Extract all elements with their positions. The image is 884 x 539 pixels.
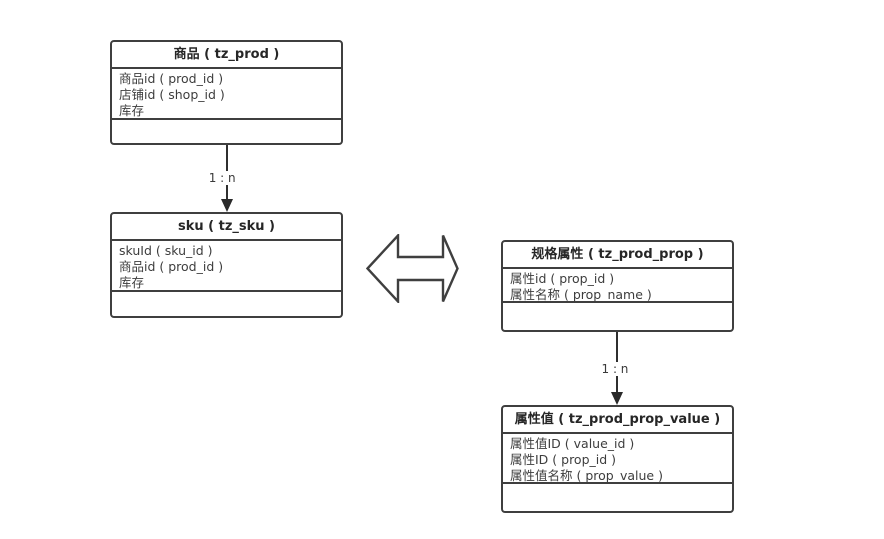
table-field: 属性值名称 ( prop_value ) xyxy=(510,468,663,483)
entity-table-title: 规格属性 ( tz_prod_prop ) xyxy=(503,242,732,269)
table-field: 商品id ( prod_id ) xyxy=(119,71,224,86)
connector-prop-to-prop-value: 1 : n xyxy=(599,332,631,405)
cardinality-label: 1 : n xyxy=(599,362,631,376)
entity-table-title: sku ( tz_sku ) xyxy=(112,214,341,241)
cardinality-label: 1 : n xyxy=(206,171,238,185)
entity-table-fields: 属性值ID ( value_id )属性ID ( prop_id )属性值名称 … xyxy=(503,434,732,484)
entity-table-fields: 商品id ( prod_id )店铺id ( shop_id )库存 xyxy=(112,69,341,120)
table-field: skuId ( sku_id ) xyxy=(119,243,213,258)
entity-table-title: 商品 ( tz_prod ) xyxy=(112,42,341,69)
entity-table-footer xyxy=(112,120,341,143)
table-field: 库存 xyxy=(119,103,145,118)
entity-table-fields: 属性id ( prop_id )属性名称 ( prop_name ) xyxy=(503,269,732,303)
arrow-down-icon xyxy=(610,392,623,405)
entity-table-footer xyxy=(503,303,732,330)
table-field: 店铺id ( shop_id ) xyxy=(119,87,225,102)
connector-prod-to-sku: 1 : n xyxy=(206,145,238,212)
entity-table-sku: sku ( tz_sku ) skuId ( sku_id )商品id ( pr… xyxy=(110,212,343,318)
table-field: 属性id ( prop_id ) xyxy=(510,271,615,286)
arrow-down-icon xyxy=(220,199,233,212)
table-field: 商品id ( prod_id ) xyxy=(119,259,224,274)
entity-table-footer xyxy=(503,484,732,511)
entity-table-prod: 商品 ( tz_prod ) 商品id ( prod_id )店铺id ( sh… xyxy=(110,40,343,145)
double-horizontal-arrow-icon xyxy=(366,234,459,303)
entity-table-prod-prop-value: 属性值 ( tz_prod_prop_value ) 属性值ID ( value… xyxy=(501,405,734,513)
table-field: 库存 xyxy=(119,275,145,290)
table-field: 属性名称 ( prop_name ) xyxy=(510,287,652,302)
table-field: 属性ID ( prop_id ) xyxy=(510,452,617,467)
entity-table-prod-prop: 规格属性 ( tz_prod_prop ) 属性id ( prop_id )属性… xyxy=(501,240,734,332)
table-field: 属性值ID ( value_id ) xyxy=(510,436,635,451)
entity-table-title: 属性值 ( tz_prod_prop_value ) xyxy=(503,407,732,434)
entity-table-footer xyxy=(112,292,341,316)
entity-table-fields: skuId ( sku_id )商品id ( prod_id )库存 xyxy=(112,241,341,292)
